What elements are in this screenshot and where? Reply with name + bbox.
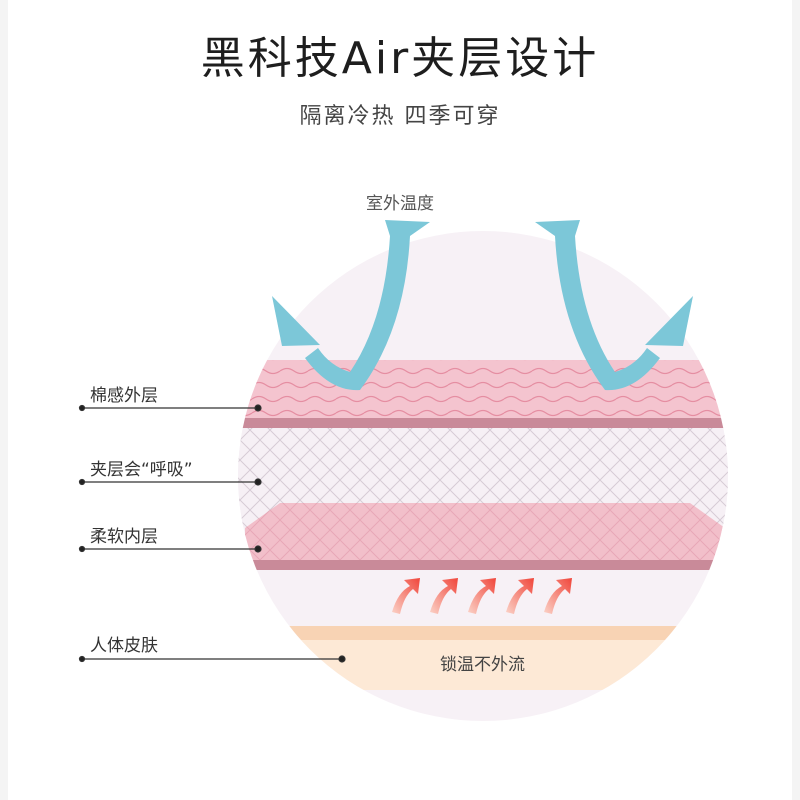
- page-title: 黑科技Air夹层设计: [200, 33, 600, 84]
- leader-dot-start-4: [78, 655, 86, 663]
- leader-dot-end-3: [254, 545, 262, 553]
- leader-dot-start-2: [78, 478, 86, 486]
- warm-arrow-5-icon: [544, 578, 572, 614]
- page-subtitle: 隔离冷热 四季可穿: [299, 104, 501, 129]
- inner-mesh-texture: [245, 503, 725, 560]
- leader-dot-end-1: [254, 404, 262, 412]
- cold-arrow-left-head-icon: [272, 296, 320, 346]
- warm-arrow-4-icon: [506, 578, 534, 614]
- warm-arrow-2-icon: [430, 578, 458, 614]
- warm-arrow-1-icon: [392, 578, 420, 614]
- wave-texture: [238, 360, 728, 418]
- warm-arrow-3-icon: [468, 578, 496, 614]
- leader-dot-end-2: [254, 478, 262, 486]
- cold-arrow-right-head-icon: [645, 296, 693, 346]
- leader-dot-start-3: [78, 545, 86, 553]
- label-soft-inner: 柔软内层: [90, 527, 158, 547]
- label-human-skin: 人体皮肤: [90, 636, 158, 656]
- label-cotton-outer: 棉感外层: [90, 386, 158, 406]
- cold-arrow-right-icon: [535, 220, 660, 391]
- label-air-interlayer: 夹层会“呼吸”: [90, 460, 193, 480]
- warmth-label: 锁温不外流: [440, 655, 525, 675]
- cold-arrow-left-icon: [305, 220, 430, 391]
- outer-layer-stripe: [238, 418, 728, 428]
- leader-dot-start-1: [78, 404, 86, 412]
- warm-air-arrows: [392, 578, 572, 614]
- outside-temperature-label: 室外温度: [366, 194, 434, 214]
- leader-dot-end-4: [338, 655, 346, 663]
- cold-air-arrows: [272, 220, 693, 391]
- skin-top-band: [238, 626, 728, 640]
- inner-layer-stripe: [238, 560, 728, 570]
